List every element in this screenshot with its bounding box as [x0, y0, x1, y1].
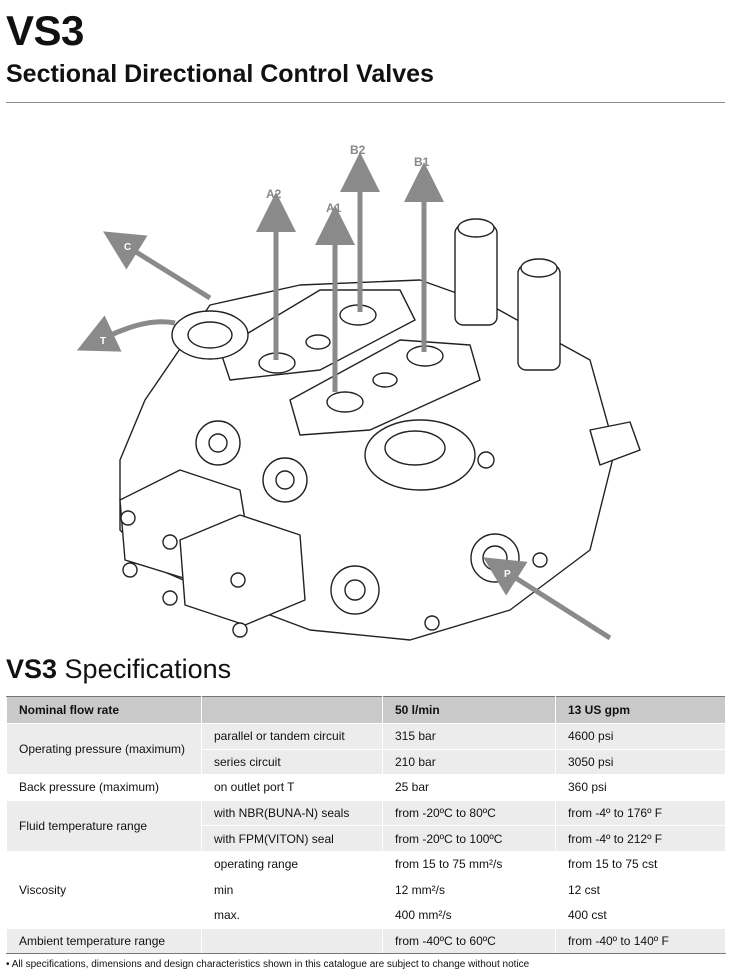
label-t: T: [100, 336, 106, 347]
table-cell: max.: [201, 902, 383, 929]
table-row: with FPM(VITON) seal from -20ºC to 100ºC…: [7, 825, 726, 852]
table-cell: 3050 psi: [555, 748, 726, 776]
valve-illustration: A2 A1 B2 B1 C T P: [76, 143, 641, 641]
table-row: min 12 mm²/s 12 cst: [7, 876, 726, 904]
table-cell: Ambient temperature range: [6, 927, 202, 955]
table-cell: Operating pressure (maximum): [6, 722, 202, 776]
label-p: P: [504, 569, 511, 580]
label-b2: B2: [350, 143, 366, 157]
label-a1: A1: [326, 201, 342, 215]
relief-valve-2: [517, 264, 561, 371]
table-cell: operating range: [201, 850, 383, 878]
table-cell: from 15 to 75 cst: [555, 850, 726, 878]
spool-housing-2: [179, 514, 306, 626]
spec-title: VS3 Specifications: [6, 654, 232, 684]
table-cell: Fluid temperature range: [6, 799, 202, 852]
table-cell: 210 bar: [382, 748, 556, 776]
table-cell: 315 bar: [382, 723, 556, 750]
table-row: max. 400 mm²/s 400 cst: [7, 902, 726, 929]
table-cell: 360 psi: [555, 774, 726, 801]
table-cell: from -40ºC to 60ºC: [382, 927, 556, 955]
table-cell: from 15 to 75 mm²/s: [382, 850, 556, 878]
side-fitting: [589, 421, 641, 466]
spec-table: Nominal flow rate 50 l/min 13 US gpm Ope…: [6, 696, 726, 955]
table-cell: series circuit: [201, 748, 383, 776]
relief-valve-1: [454, 224, 498, 326]
table-cell: with FPM(VITON) seal: [201, 825, 383, 852]
page-title: VS3: [6, 7, 84, 54]
table-row: Ambient temperature range from -40ºC to …: [6, 927, 726, 955]
table-header-cell: [201, 696, 383, 724]
label-b1: B1: [414, 155, 430, 169]
table-header-row: Nominal flow rate 50 l/min 13 US gpm: [6, 696, 726, 724]
table-cell: parallel or tandem circuit: [201, 723, 383, 750]
label-a2: A2: [266, 187, 282, 201]
table-cell: Back pressure (maximum): [6, 774, 202, 801]
table-cell: from -4º to 212º F: [555, 825, 726, 852]
table-cell: from -40º to 140º F: [555, 927, 726, 955]
label-c: C: [124, 242, 131, 253]
arrow-c: [103, 231, 212, 301]
table-cell: min: [201, 876, 383, 904]
table-cell: from -4º to 176º F: [555, 799, 726, 827]
footnote: • All specifications, dimensions and des…: [6, 959, 530, 970]
table-cell: 25 bar: [382, 774, 556, 801]
table-header-cell: 50 l/min: [382, 696, 556, 724]
table-cell: with NBR(BUNA-N) seals: [201, 799, 383, 827]
table-row: series circuit 210 bar 3050 psi: [7, 748, 726, 776]
table-cell: [201, 927, 383, 955]
table-cell: on outlet port T: [201, 774, 383, 801]
table-cell: 400 cst: [555, 902, 726, 929]
table-cell: from -20ºC to 100ºC: [382, 825, 556, 852]
table-row: Back pressure (maximum) on outlet port T…: [6, 774, 726, 801]
table-cell: Viscosity: [6, 850, 202, 929]
table-header-cell: Nominal flow rate: [6, 696, 202, 724]
table-cell: 4600 psi: [555, 723, 726, 750]
table-row: Viscosity operating range from 15 to 75 …: [6, 850, 726, 929]
table-cell: 12 cst: [555, 876, 726, 904]
table-header-cell: 13 US gpm: [555, 696, 726, 724]
arrow-t: [76, 315, 176, 352]
table-row: Operating pressure (maximum) parallel or…: [6, 722, 726, 776]
table-row: Fluid temperature range with NBR(BUNA-N)…: [6, 799, 726, 852]
header-divider: [6, 102, 725, 103]
table-cell: 400 mm²/s: [382, 902, 556, 929]
table-cell: from -20ºC to 80ºC: [382, 799, 556, 827]
arrow-p: [483, 557, 612, 641]
page-subtitle: Sectional Directional Control Valves: [6, 60, 434, 88]
table-cell: 12 mm²/s: [382, 876, 556, 904]
port-a1: [326, 391, 364, 413]
